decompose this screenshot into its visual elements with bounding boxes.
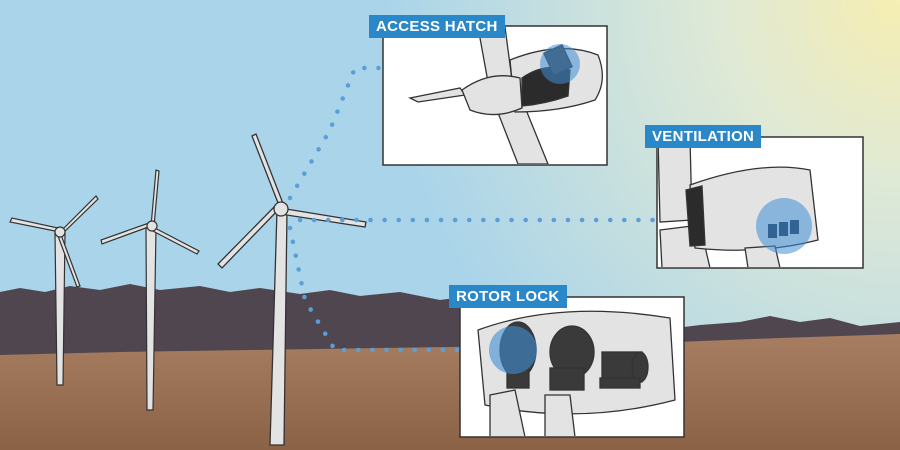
access-hatch-label: ACCESS HATCH [369,15,505,38]
ventilation-label: VENTILATION [645,125,762,148]
access-hatch-highlight [540,44,580,84]
rotor-lock-label: ROTOR LOCK [449,285,567,308]
rotor-lock-inset [459,296,685,438]
access-hatch-inset [382,25,608,166]
rotor-lock-highlight [489,326,537,374]
wind-turbine-small-left [9,195,99,386]
ventilation-inset [656,136,864,269]
wind-turbine-small-middle [100,169,200,411]
ventilation-highlight [756,198,812,254]
wind-turbine-large [217,133,367,446]
